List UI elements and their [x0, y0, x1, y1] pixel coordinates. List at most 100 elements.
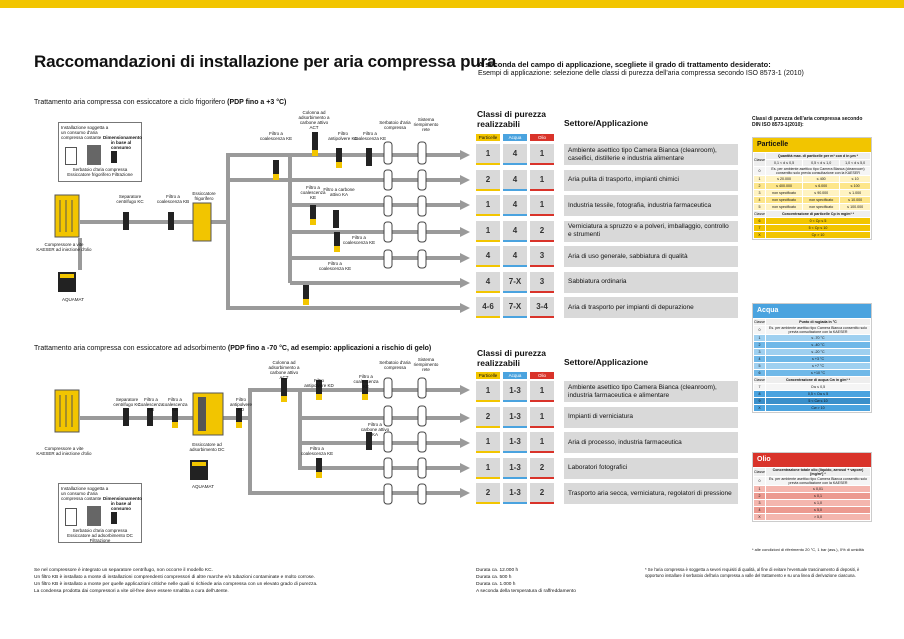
table-cell: Concentrazione di particelle Cp in mg/m³… [765, 210, 871, 218]
table-cell: Classe [753, 376, 766, 384]
class-color-bar [476, 502, 500, 504]
table-cell: 1 [753, 175, 766, 183]
class-cell-o: 1 [530, 432, 554, 453]
table-cell: 5 < Cw ≤ 10 [765, 397, 871, 405]
class-value: 2 [485, 411, 491, 421]
class-value: 4 [485, 251, 491, 260]
table-cell: 2 [753, 182, 766, 190]
table-cell: Concentrazione di acqua Cw in g/m³ * [765, 376, 871, 384]
filter-ke3-label-2: Filtro a coalescenza KE [300, 446, 334, 456]
intro-line-2: Esempi di applicazione: selezione delle … [478, 70, 804, 77]
table-cell: ≤ 1.000 [839, 189, 871, 197]
filter-kd-label-1: Filtro antipolvere KD [328, 131, 358, 141]
table-cell: ≤ -70 °C [765, 334, 871, 342]
top-accent-bar [0, 0, 904, 8]
table-cell: Classe [753, 467, 766, 477]
purity-head-1: Classi di purezza realizzabili [477, 109, 546, 129]
dryer-label-2: Essiccatore ad adsorbimento DC [189, 442, 225, 452]
table-row: 3≤ 1,0 [753, 499, 871, 507]
table-cell: 0,5 < d ≤ 1,0 [802, 159, 841, 167]
table-cell: ≤ 1,0 [765, 499, 871, 507]
box-items: Serbatoio d'aria compressa Essiccatore a… [67, 528, 133, 543]
table-cell: Classe [753, 210, 766, 218]
table-row: 3≤ -20 °C [753, 348, 871, 356]
box-items: Serbatoio d'aria compressa Essiccatore f… [67, 167, 133, 177]
table-cell: 8 [753, 390, 766, 398]
class-color-bar [476, 451, 500, 453]
class-value: 4 [512, 200, 518, 209]
class-value: 1-3 [509, 411, 521, 421]
class-value: 2 [539, 462, 545, 472]
table-cell: Classe [753, 318, 766, 326]
tank-label-2: Serbatoio d'aria compressa [379, 360, 411, 370]
duration-4: A seconda della temperatura di raffredda… [476, 589, 576, 594]
filter-ka-label-1: Filtro a carbone attivo KA [323, 187, 355, 197]
table-cell: 5 < Cp ≤ 10 [765, 224, 871, 232]
table-cell: non specificato [764, 203, 804, 211]
table-cell: 1 [753, 334, 766, 342]
footnote-3: Un filtro KB è installato a monte per qu… [34, 582, 318, 587]
class-value: 1 [539, 437, 545, 446]
filter-kd-label-2: Filtro antipolvere KD [229, 397, 252, 412]
table-cell: X [753, 231, 766, 239]
table-cell: ≤ +7 °C [765, 362, 871, 370]
table-cell: Es. per ambiente asettico tipo Camera Bi… [765, 325, 871, 335]
class-cell-p: 4 [476, 271, 500, 293]
class-color-bar [530, 502, 554, 504]
section-1-title: Trattamento aria compressa con essiccato… [34, 99, 287, 106]
class-value: 2 [485, 174, 491, 184]
tank-label-1: Serbatoio d'aria compressa [379, 120, 411, 130]
table-cell: Classe [753, 152, 766, 167]
class-value: 1 [539, 174, 545, 184]
box-dim: Dimensionamento in base al consumo [103, 496, 143, 511]
class-color-bar [530, 214, 554, 216]
sector-text: Verniciatura a spruzzo e a polveri, imba… [564, 220, 738, 242]
table-cell: non specificato [802, 203, 841, 211]
table-row: 2≤ 400.000≤ 6.000≤ 100 [753, 182, 871, 190]
constant-consumption-box-2: Installazione soggetta a un consumo d'ar… [58, 483, 142, 543]
class-cell-w: 1-3 [503, 457, 527, 479]
class-color-bar [530, 290, 554, 293]
class-cell-o: 1 [530, 381, 554, 402]
filter-ka-label-2: Filtro a carbone attivo KA [360, 422, 390, 437]
intro-line-1: A seconda del campo di applicazione, sce… [478, 60, 771, 69]
class-cell-w: 4 [503, 144, 527, 165]
footnote-4: La condensa prodotta dai compressori a v… [34, 589, 229, 594]
table-cell: ≤ 20.000 [764, 175, 804, 183]
class-cell-p: 1 [476, 195, 500, 216]
box-title: Installazione soggetta a un consumo d'ar… [61, 125, 109, 140]
class-value: 3-4 [536, 302, 548, 311]
class-value: 4-6 [482, 302, 494, 311]
table-cell: X [753, 404, 766, 412]
table-cell: ≤ 0,1 [765, 492, 871, 500]
dryer-label-1: Essiccatore frigorifero [192, 191, 216, 201]
table-cell: ≤ +3 °C [765, 355, 871, 363]
class-value: 2 [485, 488, 491, 497]
class-value: 4 [512, 149, 518, 158]
class-cell-p: 4-6 [476, 297, 500, 318]
class-color-bar [476, 425, 500, 428]
table-cell: Es. per ambiente asettico tipo Camera Bi… [765, 166, 871, 176]
filter-ke-label-1: Filtro a coalescenza KE [259, 131, 293, 141]
class-header-water-2: Acqua [503, 372, 527, 379]
class-cell-w: 1-3 [503, 483, 527, 504]
compressor-label-2: Compressore a vite KAESER ad iniezione d… [36, 446, 92, 456]
separator-label-2: Separatore centrifugo KC [113, 397, 141, 407]
class-value: 1 [539, 200, 545, 209]
sector-text: Sabbiatura ordinaria [564, 271, 738, 293]
section-2-title: Trattamento aria compressa con essiccato… [34, 345, 432, 352]
class-cell-w: 7-X [503, 297, 527, 318]
box-title: Installazione soggetta a un consumo d'ar… [61, 486, 109, 501]
table-row: 4≤ +3 °C [753, 355, 871, 363]
filter-kd2-label-2: Filtro antipolvere KD [304, 378, 334, 388]
filter-ke2-label-1: Filtro a coalescenza KE [353, 131, 387, 141]
